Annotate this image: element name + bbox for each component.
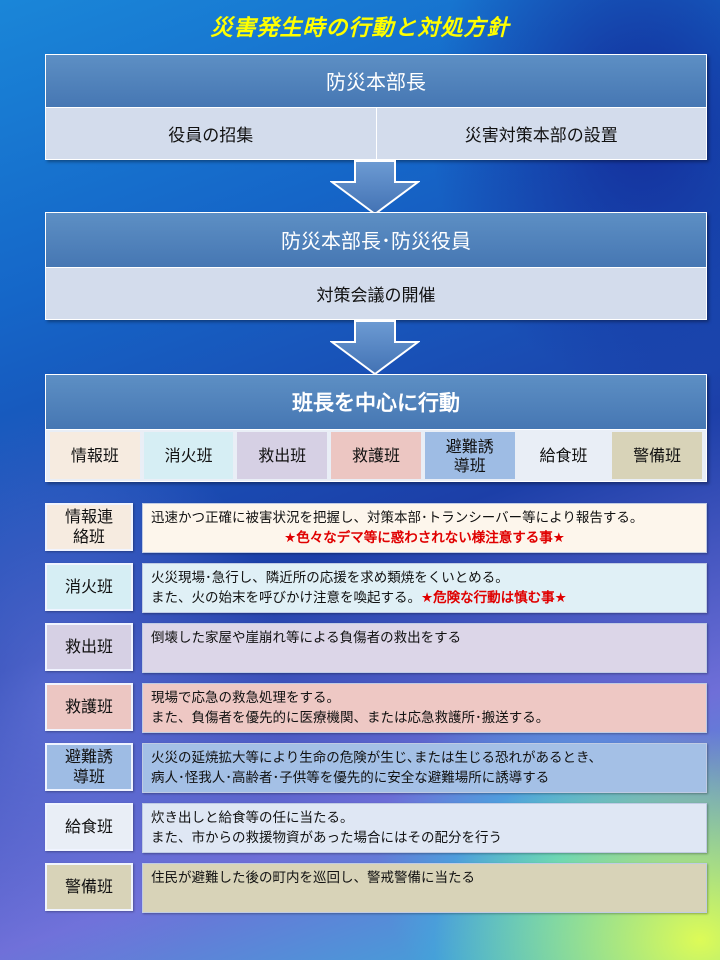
duty-line: ★色々なデマ等に惑わされない様注意する事★ [151,528,698,548]
team-duty-description: 炊き出しと給食等の任に当たる。また、市からの救援物資があった場合にはその配分を行… [142,803,707,853]
team-chip: 消火班 [143,432,234,479]
box-header: 班長を中心に行動 [45,374,707,430]
team-label: 給食班 [45,803,133,851]
duty-line: 火災の延焼拡大等により生命の危険が生じ､または生じる恐れがあるとき、 [151,750,603,766]
team-chip: 避難誘導班 [424,432,515,479]
team-label: 警備班 [45,863,133,911]
team-chip: 情報班 [50,432,140,479]
duty-line: 病人･怪我人･高齢者･子供等を優先的に安全な避難場所に誘導する [151,768,698,788]
duty-text: また、火の始末を呼びかけ注意を喚起する。 [151,590,421,606]
page-title: 災害発生時の行動と対処方針 [210,16,510,41]
team-chip: 救出班 [237,432,328,479]
team-duty-row: 消火班火災現場･急行し、隣近所の応援を求め類焼をくいとめる。また、火の始末を呼び… [45,563,707,613]
team-list: 情報班消火班救出班救護班避難誘導班給食班警備班 [45,430,707,482]
duty-line: また、負傷者を優先的に医療機関、または応急救護所･搬送する。 [151,708,698,728]
team-duty-row: 給食班炊き出しと給食等の任に当たる。また、市からの救援物資があった場合にはその配… [45,803,707,853]
duty-line: 倒壊した家屋や崖崩れ等による負傷者の救出をする [151,630,462,646]
action-cell-establish-hq: 災害対策本部の設置 [375,108,707,159]
warning-text: ★危険な行動は慎む事★ [421,590,567,606]
duty-line: また、市からの救援物資があった場合にはその配分を行う [151,828,698,848]
box-team-leaders: 班長を中心に行動 情報班消火班救出班救護班避難誘導班給食班警備班 [45,374,707,482]
team-duty-row: 救出班 倒壊した家屋や崖崩れ等による負傷者の救出をする [45,623,707,673]
team-duty-description: 火災の延焼拡大等により生命の危険が生じ､または生じる恐れがあるとき、病人･怪我人… [142,743,707,793]
box-headquarters-chief: 防災本部長 役員の招集 災害対策本部の設置 [45,54,707,160]
team-chip: 警備班 [612,432,703,479]
team-chip: 救護班 [331,432,421,479]
team-duty-description: 現場で応急の救急処理をする。また、負傷者を優先的に医療機関、または応急救護所･搬… [142,683,707,733]
team-duty-row: 警備班 住民が避難した後の町内を巡回し、警戒警備に当たる [45,863,707,913]
duty-line: 現場で応急の救急処理をする。 [151,690,340,706]
down-arrow-icon [330,320,420,376]
duty-text: 病人･怪我人･高齢者･子供等を優先的に安全な避難場所に誘導する [151,770,550,786]
team-duty-row: 情報連絡班迅速かつ正確に被害状況を把握し、対策本部･トランシーバー等により報告す… [45,503,707,553]
duty-line: また、火の始末を呼びかけ注意を喚起する。★危険な行動は慎む事★ [151,588,698,608]
duty-line: 炊き出しと給食等の任に当たる。 [151,810,354,826]
team-label: 消火班 [45,563,133,611]
box-headquarters-officers: 防災本部長･防災役員 対策会議の開催 [45,212,707,320]
action-cell-meeting: 対策会議の開催 [316,286,436,306]
box-actions: 対策会議の開催 [45,268,707,320]
team-duty-description: 迅速かつ正確に被害状況を把握し、対策本部･トランシーバー等により報告する。 ★色々… [142,503,707,553]
duty-line: 迅速かつ正確に被害状況を把握し、対策本部･トランシーバー等により報告する。 [151,510,644,526]
team-label: 救出班 [45,623,133,671]
duty-text: また、負傷者を優先的に医療機関、または応急救護所･搬送する。 [151,710,550,726]
duty-line: 火災現場･急行し、隣近所の応援を求め類焼をくいとめる。 [151,570,509,586]
duty-line: 住民が避難した後の町内を巡回し、警戒警備に当たる [151,870,475,886]
team-duty-description: 火災現場･急行し、隣近所の応援を求め類焼をくいとめる。また、火の始末を呼びかけ注… [142,563,707,613]
box-header: 防災本部長 [45,54,707,108]
team-duty-description: 住民が避難した後の町内を巡回し、警戒警備に当たる [142,863,707,913]
duty-text: また、市からの救援物資があった場合にはその配分を行う [151,830,502,846]
team-label: 救護班 [45,683,133,731]
action-cell-convene: 役員の招集 [168,126,254,146]
warning-text: ★色々なデマ等に惑わされない様注意する事★ [284,530,565,546]
team-label: 避難誘導班 [45,743,133,791]
team-duty-description: 倒壊した家屋や崖崩れ等による負傷者の救出をする [142,623,707,673]
team-chip: 給食班 [518,432,609,479]
box-header: 防災本部長･防災役員 [45,212,707,268]
team-duty-row: 避難誘導班火災の延焼拡大等により生命の危険が生じ､または生じる恐れがあるとき、病… [45,743,707,793]
box-actions: 役員の招集 災害対策本部の設置 [45,108,707,160]
team-label: 情報連絡班 [45,503,133,551]
team-duty-row: 救護班現場で応急の救急処理をする。また、負傷者を優先的に医療機関、または応急救護… [45,683,707,733]
down-arrow-icon [330,160,420,216]
